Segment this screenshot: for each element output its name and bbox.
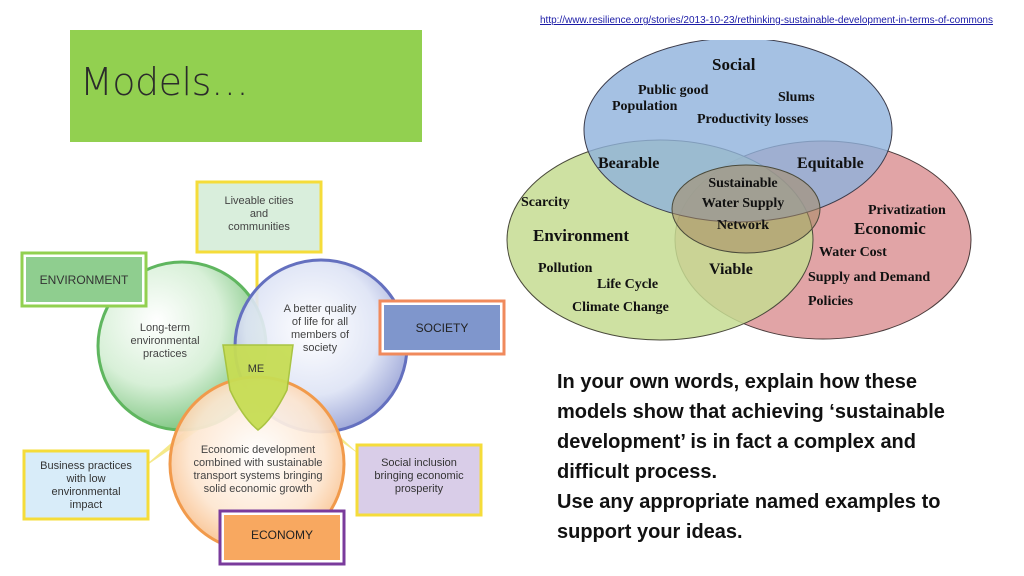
right-venn-diagram: Social Public good Population Slums Prod… [506,40,972,341]
economy-circle-line-3: transport systems bringing [194,470,323,482]
center-line-1: Sustainable [708,176,777,191]
economy-label-fill [224,515,340,560]
me-shield [222,344,294,431]
economic-item-water-cost: Water Cost [819,245,887,260]
economy-circle-line-1: Economic development [201,444,315,456]
environment-circle-line-3: practices [143,348,188,360]
equitable-label: Equitable [797,155,864,172]
economic-item-privatization: Privatization [868,203,946,218]
economy-circle-line-4: solid economic growth [204,483,313,495]
environment-circle-line-1: Long-term [140,322,190,334]
center-line-2: Water Supply [702,196,785,211]
social-callout-line-2: bringing economic [374,470,464,482]
question-paragraph-1: In your own words, explain how these mod… [557,371,945,483]
social-callout-line-3: prosperity [395,483,444,495]
environment-label-fill [26,257,142,302]
society-label-fill [384,305,500,350]
environment-label: ENVIRONMENT [40,273,129,287]
business-callout-line-2: with low [65,473,105,485]
liveable-callout-line-3: communities [228,221,290,233]
economic-item-policies: Policies [808,294,854,309]
economy-circle-line-2: combined with sustainable [193,457,322,469]
environment-title: Environment [533,226,629,245]
social-item-productivity: Productivity losses [697,112,809,127]
social-title: Social [712,55,756,74]
social-item-public-good: Public good [638,83,709,98]
bearable-label: Bearable [598,155,659,172]
social-callout-box [355,443,483,517]
environment-circle-line-2: environmental [130,335,199,347]
social-item-slums: Slums [778,90,815,105]
environment-item-life-cycle: Life Cycle [597,277,658,292]
liveable-callout-line-2: and [250,208,268,220]
society-circle-line-3: members of [291,329,350,341]
liveable-callout-line-1: Liveable cities [224,195,294,207]
society-circle-line-1: A better quality [284,303,357,315]
question-text: In your own words, explain how these mod… [557,367,987,547]
title-box: Models… [70,30,422,142]
business-callout-line-4: impact [70,499,102,511]
page-title: Models… [80,60,249,104]
society-circle-line-2: of life for all [292,316,348,328]
society-label: SOCIETY [416,321,469,335]
business-callout-line-1: Business practices [40,460,132,472]
environment-item-climate: Climate Change [572,300,669,315]
liveable-callout-box [195,180,323,254]
me-label: ME [248,363,265,375]
social-item-population: Population [612,99,678,114]
center-line-3: Network [717,218,769,233]
economy-label: ECONOMY [251,528,313,542]
center-overlap [671,164,821,254]
viable-label: Viable [709,261,753,278]
business-callout-line-3: environmental [51,486,120,498]
question-paragraph-2: Use any appropriate named examples to su… [557,491,941,543]
social-callout-line-1: Social inclusion [381,457,457,469]
business-callout-box [22,449,150,521]
economic-title: Economic [854,219,926,238]
economic-item-supply-demand: Supply and Demand [808,270,930,285]
source-link[interactable]: http://www.resilience.org/stories/2013-1… [540,15,993,26]
environment-item-pollution: Pollution [538,261,593,276]
left-venn-diagram: ME Long-term environmental practices A b… [20,180,506,566]
environment-item-scarcity: Scarcity [521,195,570,210]
society-circle-line-4: society [303,342,338,354]
